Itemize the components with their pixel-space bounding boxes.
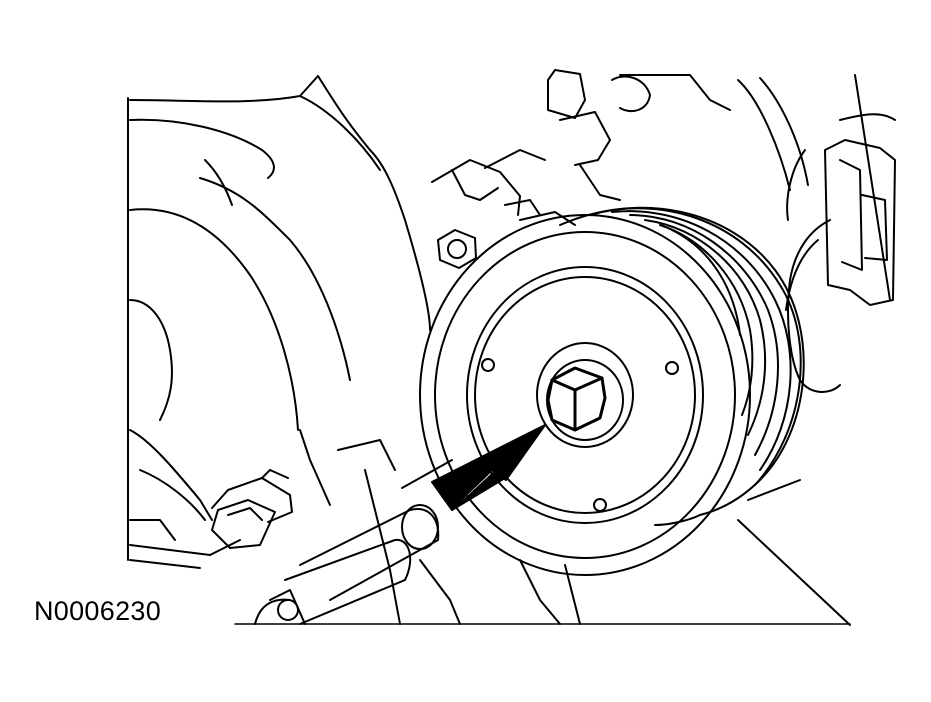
lower-structure [129,429,581,625]
wiring-harness [737,74,896,393]
electrical-connector [211,469,293,549]
rivet-hole [481,358,495,372]
figure-id-label: N0006230 [34,596,162,626]
pulley-inner-rim [434,231,736,559]
pulley-outer-rim [419,214,751,576]
arrow-tail [451,469,506,511]
clutch-plate-inner [474,276,696,514]
rivet-hole [593,498,607,512]
clutch-plate [466,266,704,524]
compressor-pulley [419,206,851,626]
bracket-housing [299,69,731,331]
socket-extension-tool [254,459,453,625]
coolant-hose [129,75,371,521]
clutch-hub [536,342,634,448]
arrow-icon [431,424,546,511]
rivet-hole [665,361,679,375]
hub-nut-icon [546,366,607,432]
